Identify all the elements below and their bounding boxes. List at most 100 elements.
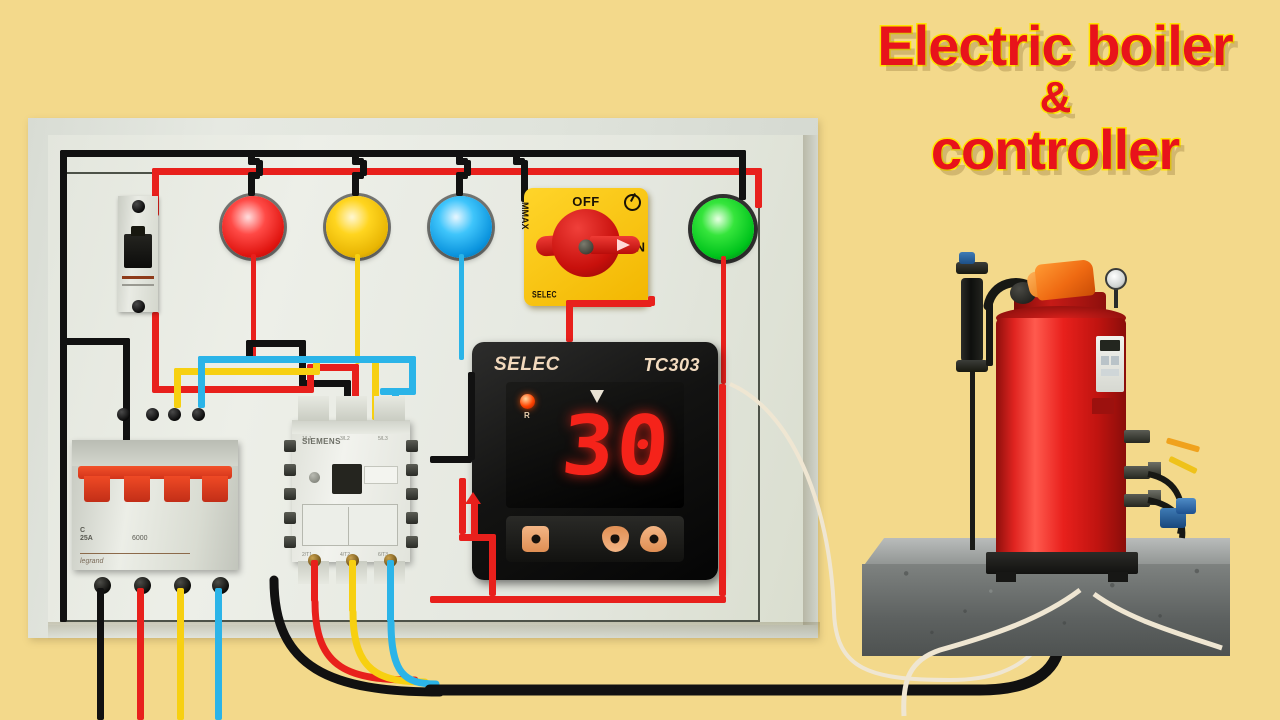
wire-yellow-contactor-out [349,560,356,612]
mcb4-common-bar [78,466,232,479]
mcb4-toggle-1[interactable] [84,476,110,502]
wire-black-lamp2-c [352,174,359,196]
contactor-brand-label: SIEMENS [302,437,341,446]
contactor-wiring-diagram [302,504,398,546]
blue-indicator-lamp[interactable] [430,196,492,258]
mcb4-toggle-3[interactable] [164,476,190,502]
wire-red-mcb1-out [152,312,159,390]
temperature-value: 30 [558,399,675,494]
rotary-hub [578,239,594,255]
wire-red-mid-top [307,364,359,371]
wire-black-lamp2-b [360,160,367,176]
terminal-dot [117,408,130,421]
contactor-rating-plate [364,466,398,484]
wire-red-top-bus [152,168,762,175]
wire-black-lamp1-j2 [248,172,260,179]
rotary-knob[interactable] [535,209,640,285]
up-button[interactable] [640,526,667,552]
wire-yellow-to-contactor [372,356,379,420]
green-indicator-lamp[interactable] [692,198,754,260]
wire-red-mid-bend [307,364,314,390]
wire-red-lamp1-tail [251,254,256,362]
wire-black-mid-f [299,380,351,387]
contactor-terminal-L1 [298,396,329,421]
wire-yellow-mid-bend [313,356,320,372]
boiler-access-slot [1092,398,1114,414]
wire-black-lamp2-j1 [352,158,364,165]
contactor-aux-lug [406,512,418,524]
contactor-aux-lug [284,536,296,548]
wire-red-right-run [719,384,726,596]
relay-led-label: R [524,411,530,420]
boiler-base-plate [986,552,1138,574]
wire-red-ctrl-left-a [459,478,466,534]
wire-black-lamp3-j1 [456,158,468,165]
mcb4-toggle-2[interactable] [124,476,150,502]
boiler-display [1100,340,1120,351]
contactor-aux-lug [284,488,296,500]
sight-glass-bottom-valve [956,360,988,372]
rotary-off-label: OFF [572,194,600,209]
contactor-label-T2: 4/T2 [340,552,351,558]
wire-black-lamp3-b [464,160,471,176]
outgoing-cable-bundle [269,575,886,697]
single-pole-mcb[interactable] [118,196,158,312]
wire-black-lamp1-b [256,160,263,176]
contactor-aux-lug [284,464,296,476]
title-line-1: Electric boiler [876,14,1235,77]
wire-red-outgoing [137,588,144,720]
mcb4-top-band [72,440,238,466]
wire-blue-outgoing [215,588,222,720]
relay-status-led-icon [520,394,535,409]
selec-display-screen: R 30 [506,382,684,508]
title-line-2: & [1038,73,1073,122]
wire-black-lamp2-j2 [352,172,364,179]
wire-black-rotary-j [513,158,525,165]
boiler-key-2[interactable] [1111,356,1119,365]
wire-red-to-contactor [352,364,359,420]
rotary-isolator-switch[interactable]: OFF ON MMAX SELEC [520,188,648,306]
wire-blue-lamp3-tail [459,254,464,360]
contactor-terminal-L3 [374,396,405,421]
sight-glass-knob[interactable] [959,252,975,264]
wire-black-lamp2-a [352,150,359,164]
contactor-aux-lug [406,488,418,500]
contactor-aux-lug [406,464,418,476]
wire-yellow-outgoing [177,588,184,720]
yellow-indicator-lamp[interactable] [326,196,388,258]
wire-black-mid-d [246,340,253,362]
wire-black-rotary-a [513,150,520,164]
terminal-dot [146,408,159,421]
contactor-label-T1: 2/T1 [302,552,313,558]
wire-red-mid-run [152,386,314,393]
down-button[interactable] [602,526,629,552]
boiler-key-3[interactable] [1101,369,1119,376]
burner-assembly [1034,259,1096,301]
wire-red-ctrl-left-c [489,534,496,596]
rotary-pointer-icon [617,239,630,251]
selec-temperature-controller[interactable]: SELEC TC303 R 30 [472,342,718,580]
contactor-test-button[interactable] [309,472,320,483]
set-button[interactable] [522,526,549,552]
contactor-window [332,464,362,494]
wire-black-mid-b [123,338,130,442]
selec-button-bar [506,516,684,562]
boiler-drain-valve-handle[interactable] [1176,498,1196,514]
boiler-side-fitting [1124,494,1150,507]
boiler-control-panel[interactable] [1096,336,1124,392]
red-indicator-lamp[interactable] [222,196,284,258]
mcb4-toggle-4[interactable] [202,476,228,502]
mcb-toggle[interactable] [124,226,152,268]
terminal-dot [168,408,181,421]
siemens-contactor[interactable]: SIEMENS 1/L1 3/L2 5/L3 2/T1 4/T2 6/T3 [284,396,418,584]
wire-black-left-drop [60,150,67,622]
sight-glass-top-valve [956,262,988,274]
wire-black-mid-c [246,340,306,347]
wire-black-lamp3-j2 [456,172,468,179]
contactor-label-L1: 1/L1 [302,436,312,442]
wire-black-coil-run [430,456,472,463]
boiler-key-1[interactable] [1101,356,1109,365]
pressure-gauge [1105,268,1127,290]
